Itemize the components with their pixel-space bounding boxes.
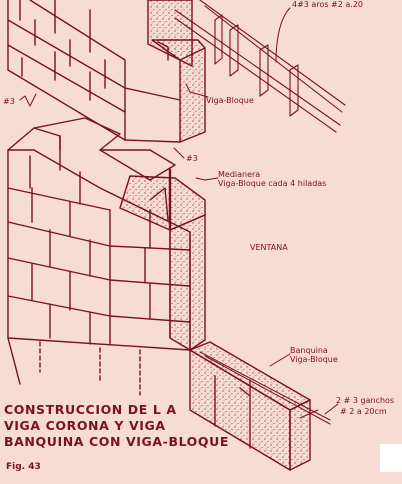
- banquina-detail-label: Viga-Bloque: [290, 355, 338, 364]
- ventana-label: VENTANA: [250, 243, 288, 252]
- medianera-label: Medianera: [218, 170, 261, 179]
- ganchos-spacing-label: # 2 a 20cm: [340, 407, 387, 416]
- ganchos-label: 2 # 3 ganchos: [336, 396, 395, 405]
- medianera-detail-label: Viga-Bloque cada 4 hiladas: [218, 179, 327, 188]
- viga-bloque-label: Viga-Bloque: [206, 96, 254, 105]
- title-line-3: BANQUINA CON VIGA-BLOQUE: [4, 434, 230, 449]
- lower-wall: [7, 117, 206, 396]
- title-line-2: VIGA CORONA Y VIGA: [4, 418, 166, 433]
- banquina-label: Banquina: [290, 346, 328, 355]
- rebar-left-label: #3: [3, 97, 15, 106]
- upper-viga-bloque: [124, 0, 206, 143]
- upper-wall: [7, 0, 126, 141]
- rebar-cage-top: [174, 0, 346, 133]
- figure-number: Fig. 43: [6, 462, 41, 472]
- rebar-mid-label: #3: [186, 154, 198, 163]
- corner-patch: [380, 444, 402, 472]
- figure-title: CONSTRUCCION DE L A VIGA CORONA Y VIGA B…: [4, 402, 229, 450]
- rebar-top-label: 4#3 aros #2 a.20: [292, 0, 364, 9]
- banquina-beam: [189, 341, 331, 471]
- title-line-1: CONSTRUCCION DE L A: [4, 402, 177, 417]
